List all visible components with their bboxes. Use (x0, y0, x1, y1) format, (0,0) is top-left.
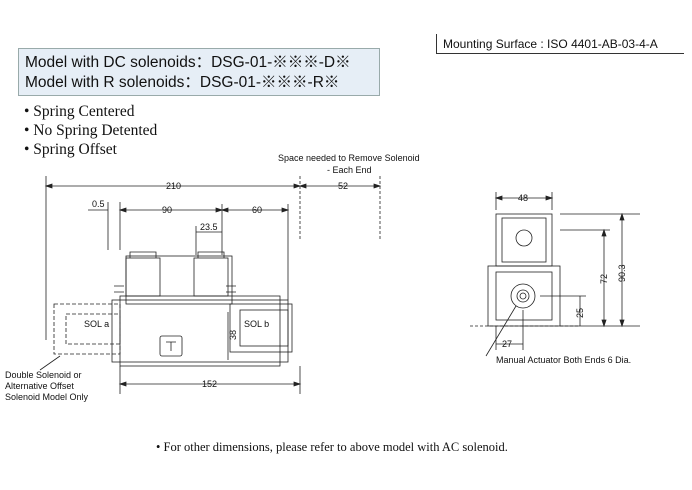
manual-actuator-label: Manual Actuator Both Ends 6 Dia. (496, 355, 632, 365)
mounting-surface-label: Mounting Surface : ISO 4401-AB-03-4-A (436, 34, 684, 54)
sol-b-label: SOL b (244, 319, 269, 329)
dim-52: 52 (338, 181, 348, 191)
feature-list: • Spring Centered • No Spring Detented •… (24, 102, 157, 159)
model-box: Model with DC solenoids：DSG-01-※※※-D※ Mo… (18, 48, 380, 96)
dim-23.5: 23.5 (200, 222, 218, 232)
dim-25: 25 (575, 308, 585, 318)
dim-72: 72 (599, 274, 609, 284)
space-label-line2: - Each End (327, 165, 372, 175)
sol-a-label: SOL a (84, 319, 109, 329)
feature-item: • Spring Offset (24, 141, 117, 158)
model-r: Model with R solenoids：DSG-01-※※※-R※ (25, 74, 340, 91)
footnote: • For other dimensions, please refer to … (156, 440, 508, 454)
dim-48: 48 (518, 193, 528, 203)
dim-90.3: 90.3 (617, 264, 627, 282)
dim-152: 152 (202, 379, 217, 389)
side-view (470, 192, 640, 357)
feature-item: • Spring Centered (24, 103, 135, 120)
feature-item: • No Spring Detented (24, 122, 158, 139)
space-label-line1: Space needed to Remove Solenoid (278, 153, 420, 163)
dim-90: 90 (162, 205, 172, 215)
dim-27: 27 (502, 339, 512, 349)
dim-0.5: 0.5 (92, 199, 105, 209)
front-view (39, 176, 382, 394)
dim-210: 210 (166, 181, 181, 191)
model-dc: Model with DC solenoids：DSG-01-※※※-D※ (25, 54, 351, 71)
double-solenoid-note: Double Solenoid or Alternative Offset So… (5, 370, 89, 402)
dim-60: 60 (252, 205, 262, 215)
dim-38: 38 (228, 330, 238, 340)
